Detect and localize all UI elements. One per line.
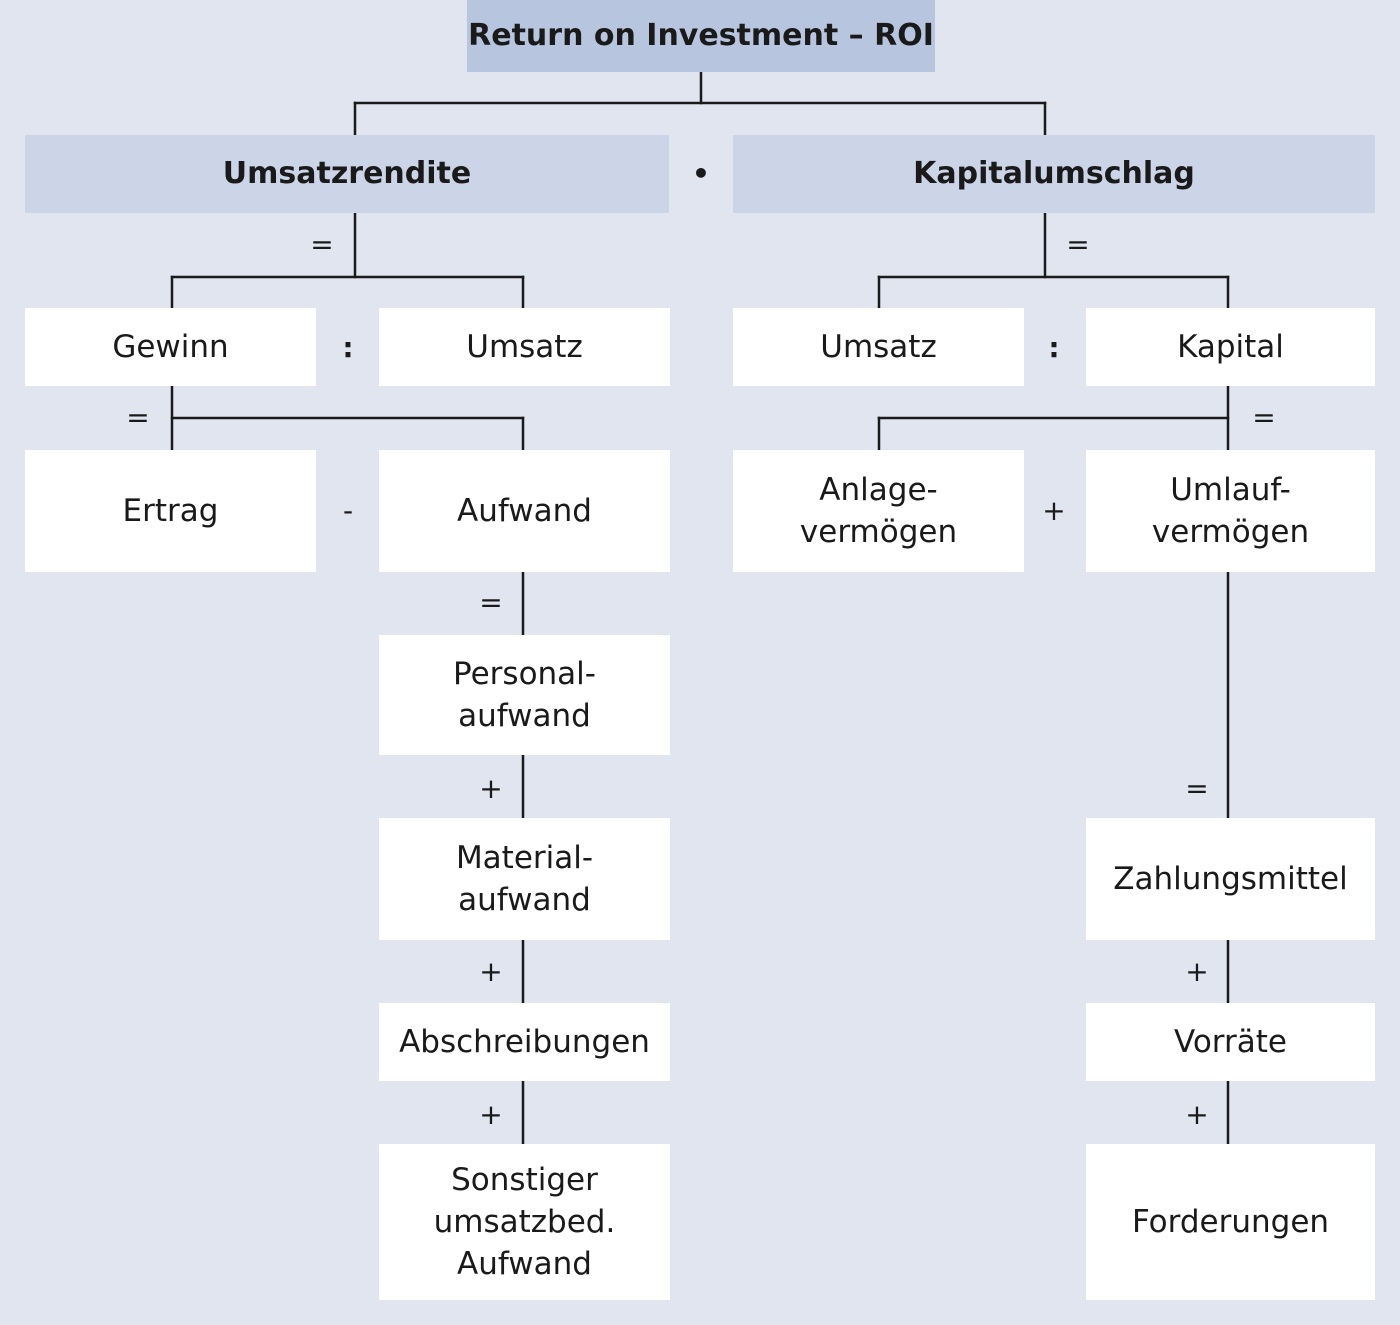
- operator-plus-vermoegen: +: [1042, 494, 1066, 527]
- operator-plus-personal: +: [479, 772, 503, 805]
- operator-plus-vorraete: +: [1185, 1098, 1209, 1131]
- node-gewinn: Gewinn: [25, 308, 316, 386]
- node-kapitalumschlag: Kapitalumschlag: [733, 135, 1375, 213]
- node-sonstiger-aufwand: Sonstiger umsatzbed. Aufwand: [379, 1144, 670, 1300]
- node-materialaufwand: Material- aufwand: [379, 818, 670, 940]
- node-umlaufvermoegen: Umlauf- vermögen: [1086, 450, 1375, 572]
- node-personalaufwand: Personal- aufwand: [379, 635, 670, 755]
- node-ertrag: Ertrag: [25, 450, 316, 572]
- node-anlagevermoegen: Anlage- vermögen: [733, 450, 1024, 572]
- operator-times: •: [692, 157, 710, 190]
- operator-eq-gewinn: =: [126, 401, 150, 434]
- node-umsatz-right: Umsatz: [733, 308, 1024, 386]
- operator-eq-umsatzrendite: =: [310, 228, 334, 261]
- operator-eq-kapital: =: [1252, 401, 1276, 434]
- node-kapital: Kapital: [1086, 308, 1375, 386]
- node-umsatzrendite: Umsatzrendite: [25, 135, 669, 213]
- operator-plus-zahlungsmittel: +: [1185, 955, 1209, 988]
- operator-minus: -: [342, 494, 354, 527]
- node-vorraete: Vorräte: [1086, 1003, 1375, 1081]
- operator-eq-kapitalumschlag: =: [1066, 228, 1090, 261]
- node-roi: Return on Investment – ROI: [467, 0, 935, 72]
- operator-div-right: :: [1048, 331, 1060, 364]
- node-umsatz-left: Umsatz: [379, 308, 670, 386]
- node-zahlungsmittel: Zahlungsmittel: [1086, 818, 1375, 940]
- operator-eq-aufwand: =: [479, 586, 503, 619]
- operator-plus-abschreibungen: +: [479, 1098, 503, 1131]
- node-aufwand: Aufwand: [379, 450, 670, 572]
- operator-eq-umlauf: =: [1185, 772, 1209, 805]
- operator-plus-material: +: [479, 955, 503, 988]
- node-abschreibungen: Abschreibungen: [379, 1003, 670, 1081]
- node-forderungen: Forderungen: [1086, 1144, 1375, 1300]
- operator-div-left: :: [342, 331, 354, 364]
